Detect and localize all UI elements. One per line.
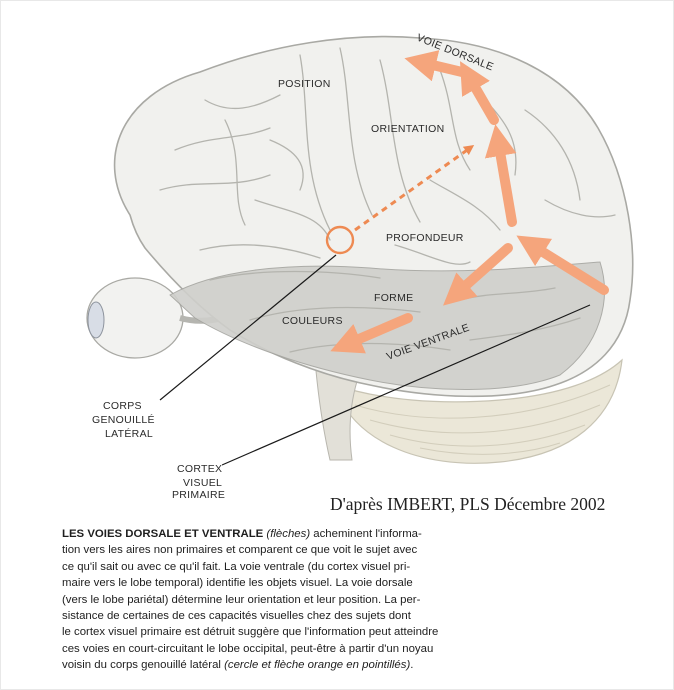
caption-line-9-end: . <box>410 659 413 671</box>
brain-diagram: VOIE DORSALE POSITION ORIENTATION PROFON… <box>0 0 674 490</box>
caption-line-5: (vers le lobe pariétal) détermine leur o… <box>62 592 532 608</box>
caption-fleches: (flèches) <box>263 528 310 540</box>
caption-line-3: ce qu'il sait ou avec ce qu'il fait. La … <box>62 559 532 575</box>
label-forme: FORME <box>374 292 413 304</box>
label-cortex-line2: VISUEL <box>183 477 222 489</box>
caption-line-2: tion vers les aires non primaires et com… <box>62 542 532 558</box>
label-corps-line2: GENOUILLÉ <box>92 413 155 426</box>
label-position: POSITION <box>278 78 331 90</box>
caption-title: LES VOIES DORSALE ET VENTRALE <box>62 528 263 540</box>
label-corps-line3: LATÉRAL <box>105 427 153 440</box>
credit: D'après IMBERT, PLS Décembre 2002 <box>330 494 605 515</box>
caption-line-8: ces voies en court-circuitant le lobe oc… <box>62 641 532 657</box>
caption-line-1-rest: acheminent l'informa- <box>310 528 422 540</box>
caption-line-1: LES VOIES DORSALE ET VENTRALE (flèches) … <box>62 526 532 542</box>
label-cortex-line3: PRIMAIRE <box>172 489 225 501</box>
label-orientation: ORIENTATION <box>371 123 445 135</box>
caption-cercle: (cercle et flèche orange en pointillés) <box>224 659 410 671</box>
caption-line-4: maire vers le lobe temporal) identifie l… <box>62 575 532 591</box>
caption-line-9: voisin du corps genouillé latéral (cercl… <box>62 657 532 673</box>
label-corps-line1: CORPS <box>103 400 142 412</box>
label-profondeur: PROFONDEUR <box>386 232 464 244</box>
caption-line-6: sistance de certaines de ces capacités v… <box>62 608 532 624</box>
label-couleurs: COULEURS <box>282 315 343 327</box>
caption-line-7: le cortex visuel primaire est détruit su… <box>62 624 532 640</box>
label-cortex-line1: CORTEX <box>177 463 222 475</box>
caption: LES VOIES DORSALE ET VENTRALE (flèches) … <box>62 526 532 674</box>
caption-line-9-start: voisin du corps genouillé latéral <box>62 659 224 671</box>
